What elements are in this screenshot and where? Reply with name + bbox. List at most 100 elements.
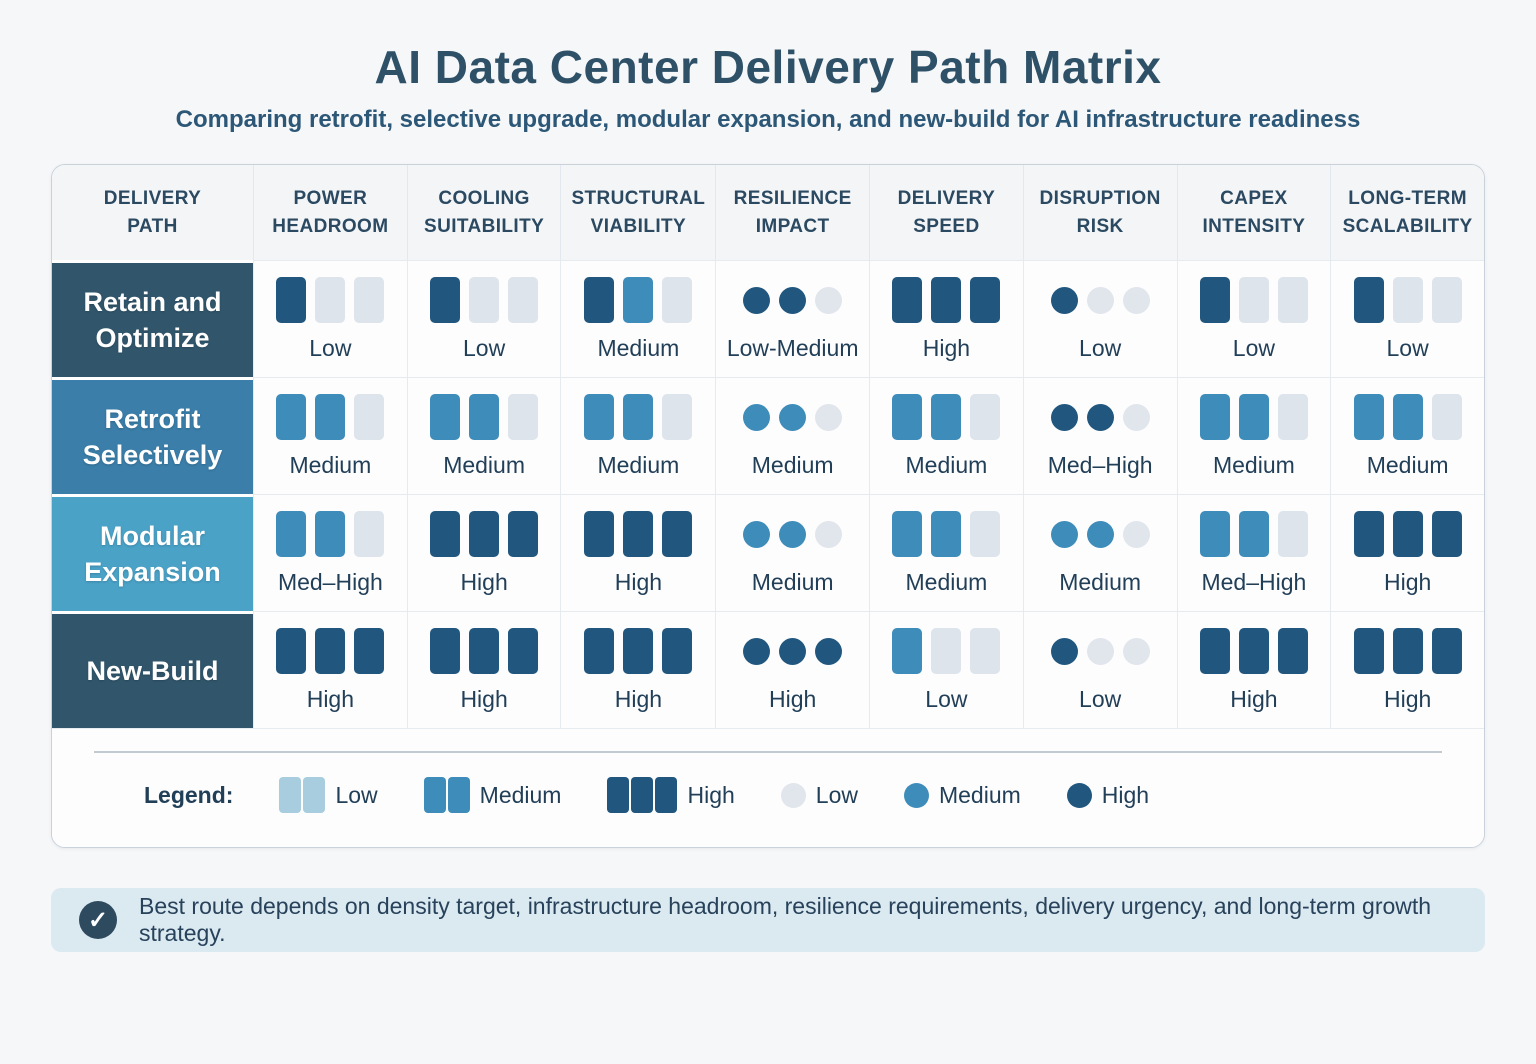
dot-icon <box>1050 637 1078 665</box>
rating-dots-icon <box>743 394 843 441</box>
matrix-cell: Medium <box>1176 377 1331 494</box>
matrix-cell: Med–High <box>1176 494 1331 611</box>
cell-rating-label: High <box>769 685 817 712</box>
dot-icon <box>1086 403 1114 431</box>
matrix-cell: High <box>560 611 716 728</box>
dot-icon <box>1122 403 1150 431</box>
matrix-cell: Low <box>253 260 407 377</box>
square-icon <box>430 628 461 674</box>
square-icon <box>1199 628 1230 674</box>
square-icon <box>892 511 923 557</box>
row-header: Retrofit Selectively <box>52 377 253 494</box>
dot-icon <box>780 782 806 808</box>
cell-rating-label: Medium <box>905 451 988 478</box>
square-icon <box>662 511 693 557</box>
rating-squares-icon <box>430 277 539 324</box>
matrix-cell: Low <box>406 260 561 377</box>
rating-dots-icon <box>743 628 843 675</box>
rating-squares-icon <box>584 628 693 675</box>
square-icon <box>508 394 539 440</box>
cell-rating-label: Medium <box>289 451 372 478</box>
square-icon <box>1431 277 1462 323</box>
dot-icon <box>815 520 843 548</box>
square-icon <box>1353 277 1384 323</box>
legend-item: Low <box>279 777 378 813</box>
square-icon <box>1431 628 1462 674</box>
matrix-cell: Medium <box>715 494 870 611</box>
page-title: AI Data Center Delivery Path Matrix <box>374 41 1162 93</box>
square-icon <box>1238 628 1269 674</box>
square-icon <box>623 628 654 674</box>
legend-item: High <box>607 777 735 813</box>
cell-rating-label: Medium <box>443 451 525 478</box>
column-header: DISRUPTION RISK <box>1022 165 1177 260</box>
cell-rating-label: High <box>1383 685 1432 712</box>
rating-dots-icon <box>1050 628 1150 675</box>
square-icon <box>276 394 307 440</box>
rating-squares-icon <box>1353 277 1462 324</box>
matrix-cell: High <box>1176 611 1331 728</box>
cell-rating-label: Medium <box>597 334 680 361</box>
cell-rating-label: Low <box>309 334 352 361</box>
cell-rating-label: High <box>460 685 508 712</box>
cell-rating-label: Low <box>1079 685 1122 712</box>
rating-squares-icon <box>430 511 539 558</box>
matrix-cell: High <box>253 611 407 728</box>
cell-rating-label: Low <box>925 685 968 712</box>
square-icon <box>1353 511 1384 557</box>
rating-squares-icon <box>584 277 693 324</box>
square-icon <box>1199 277 1230 323</box>
rating-squares-icon <box>1199 628 1308 675</box>
legend-item: Medium <box>423 777 561 813</box>
rating-squares-icon <box>584 511 693 558</box>
column-header-delivery-path: DELIVERY PATH <box>52 165 253 260</box>
cell-rating-label: High <box>922 334 971 361</box>
legend-item-label: Low <box>335 781 378 808</box>
square-icon <box>1392 511 1423 557</box>
dot-icon <box>779 286 807 314</box>
dot-icon <box>1122 520 1150 548</box>
square-icon <box>892 628 923 674</box>
column-header: RESILIENCE IMPACT <box>715 165 870 260</box>
cell-rating-label: Low <box>1079 334 1122 361</box>
square-icon <box>469 628 500 674</box>
square-icon <box>892 394 923 440</box>
legend-squares-icon <box>423 777 470 813</box>
rating-squares-icon <box>430 628 539 675</box>
rating-squares-icon <box>1199 511 1308 558</box>
row-header: Modular Expansion <box>52 494 253 611</box>
dot-icon <box>779 520 807 548</box>
legend-title: Legend: <box>144 781 234 808</box>
cell-rating-label: Medium <box>1366 451 1449 478</box>
square-icon <box>931 277 962 323</box>
square-icon <box>1392 628 1423 674</box>
square-icon <box>1392 277 1423 323</box>
legend-item-label: Low <box>815 781 858 808</box>
page: AI Data Center Delivery Path Matrix Comp… <box>0 40 1536 1064</box>
matrix-cell: Medium <box>560 260 716 377</box>
square-icon <box>354 277 385 323</box>
square-icon <box>354 511 385 557</box>
dot-icon <box>815 637 843 665</box>
legend-dot-icon <box>1066 782 1092 808</box>
footer-note-text: Best route depends on density target, in… <box>139 893 1432 946</box>
matrix-cell: High <box>1330 611 1484 728</box>
dot-icon <box>743 520 771 548</box>
square-icon <box>1431 511 1462 557</box>
square-icon <box>469 277 500 323</box>
dot-icon <box>1050 286 1078 314</box>
dot-icon <box>1086 286 1114 314</box>
square-icon <box>970 511 1001 557</box>
matrix-cell: Medium <box>253 377 407 494</box>
square-icon <box>584 628 615 674</box>
cell-rating-label: High <box>614 568 663 595</box>
square-icon <box>1199 394 1230 440</box>
column-header: LONG-TERM SCALABILITY <box>1330 165 1484 260</box>
dot-icon <box>1122 637 1150 665</box>
rating-squares-icon <box>584 394 693 441</box>
cell-rating-label: Medium <box>905 568 988 595</box>
matrix-cell: Med–High <box>253 494 407 611</box>
square-icon <box>931 628 962 674</box>
dot-icon <box>1066 782 1092 808</box>
